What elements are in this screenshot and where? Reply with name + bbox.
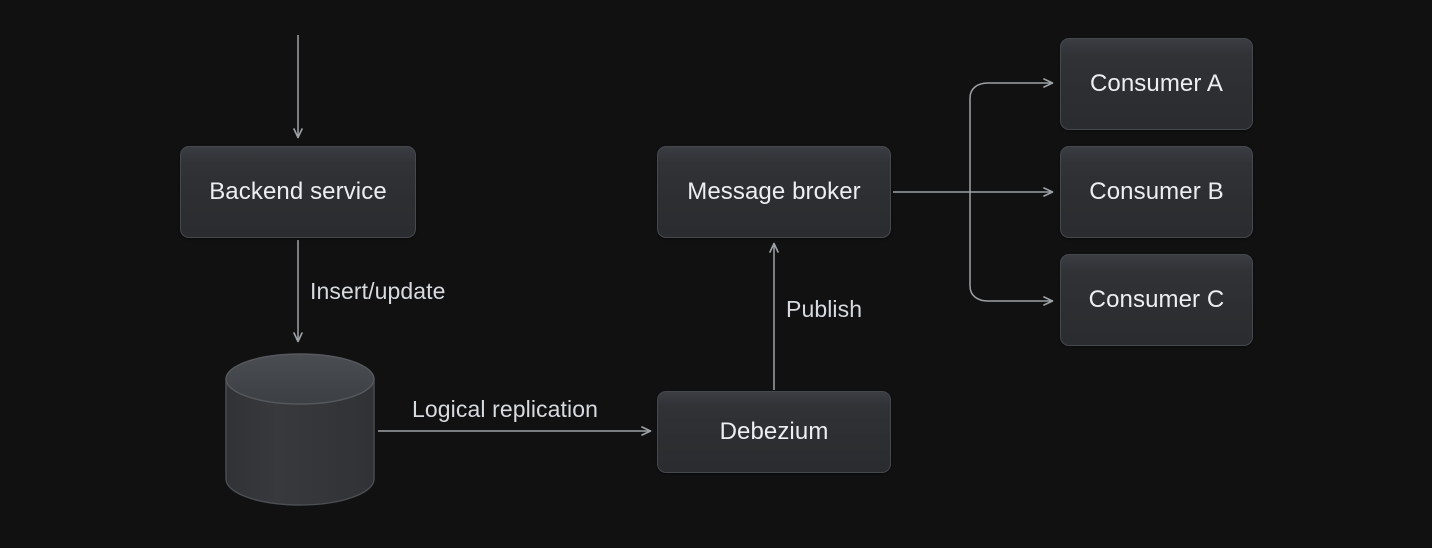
node-backend-service-label: Backend service <box>209 178 387 205</box>
node-consumer-a-label: Consumer A <box>1089 70 1224 97</box>
node-consumer-a[interactable]: Consumer A <box>1060 38 1253 130</box>
edge-label-logical-replication: Logical replication <box>412 396 599 422</box>
edge-broker-to-consumer-c <box>969 192 1054 306</box>
edge-broker-to-consumer-a <box>969 78 1054 192</box>
database-cylinder-icon <box>225 353 375 506</box>
node-debezium[interactable]: Debezium <box>657 391 891 473</box>
node-consumer-b[interactable]: Consumer B <box>1060 146 1253 238</box>
node-database[interactable] <box>222 353 378 509</box>
node-consumer-b-label: Consumer B <box>1089 178 1224 205</box>
node-message-broker[interactable]: Message broker <box>657 146 891 238</box>
edge-label-insert-update: Insert/update <box>310 278 446 304</box>
node-consumer-c[interactable]: Consumer C <box>1060 254 1253 346</box>
node-debezium-label: Debezium <box>719 418 829 445</box>
node-backend-service[interactable]: Backend service <box>180 146 416 238</box>
edge-label-publish: Publish <box>786 296 863 322</box>
node-message-broker-label: Message broker <box>687 178 861 205</box>
node-consumer-c-label: Consumer C <box>1088 286 1225 313</box>
